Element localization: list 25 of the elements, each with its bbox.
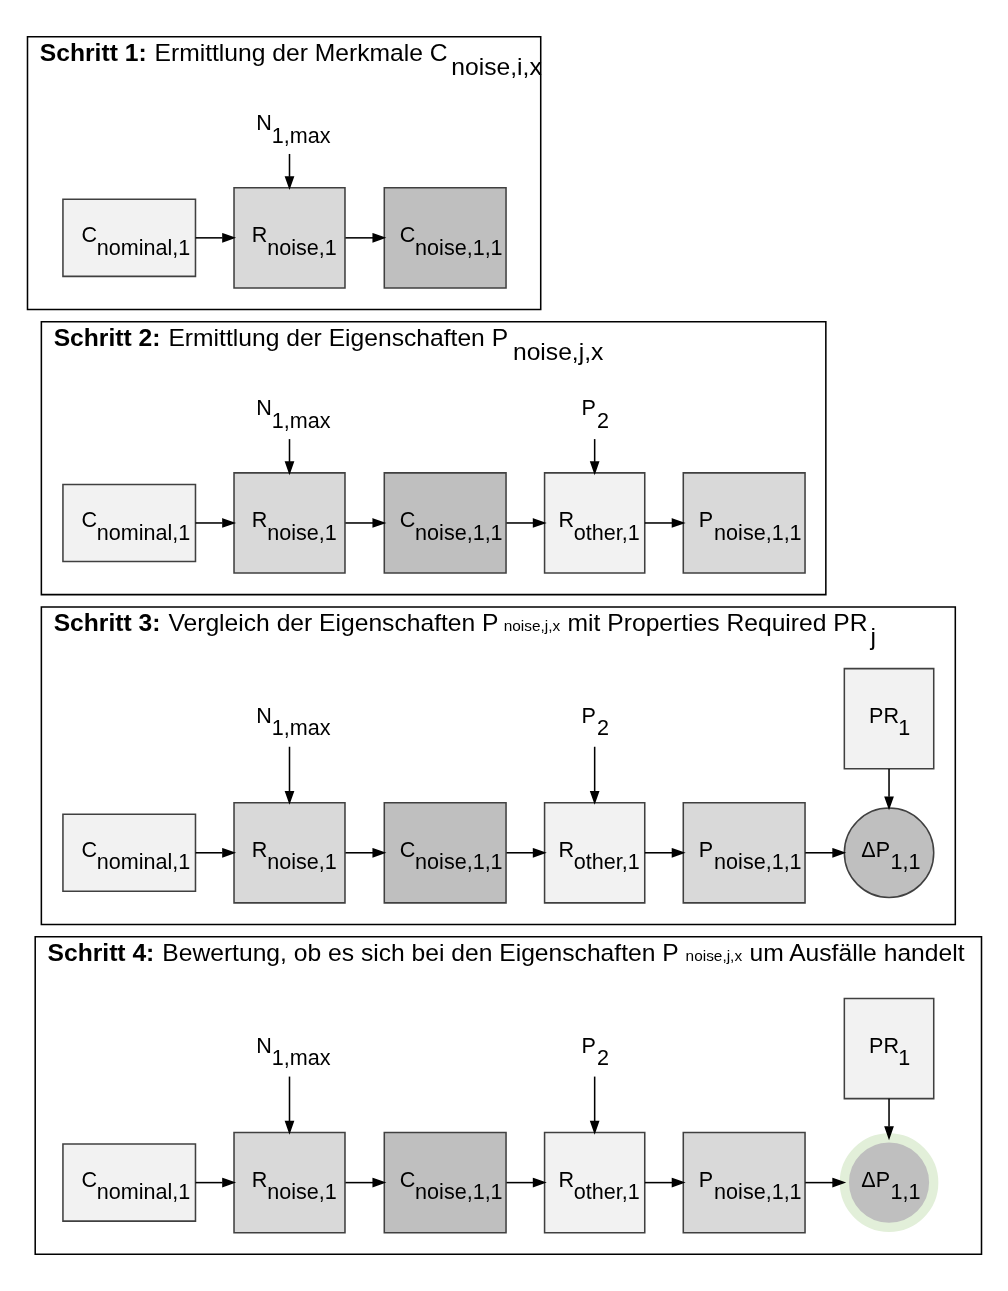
arrow [194, 518, 236, 528]
arrow [883, 768, 894, 811]
arrow [194, 847, 236, 858]
arrow [194, 1177, 236, 1188]
arrow [344, 1177, 386, 1188]
arrow [505, 847, 547, 858]
arrow [589, 746, 600, 805]
arrow [804, 1177, 846, 1188]
arrow [643, 1177, 686, 1188]
arrow [284, 746, 294, 805]
arrow [804, 847, 846, 858]
arrow [344, 847, 386, 858]
arrow [194, 233, 236, 243]
arrow [505, 518, 547, 528]
arrow [284, 153, 294, 191]
arrow [284, 438, 294, 476]
arrow [589, 438, 600, 476]
arrow [284, 1075, 294, 1135]
arrow [505, 1177, 547, 1188]
arrow [643, 847, 686, 858]
arrow [344, 233, 386, 243]
arrow [883, 1098, 894, 1141]
arrow [643, 518, 686, 528]
arrow [344, 518, 386, 528]
arrow [589, 1075, 600, 1135]
